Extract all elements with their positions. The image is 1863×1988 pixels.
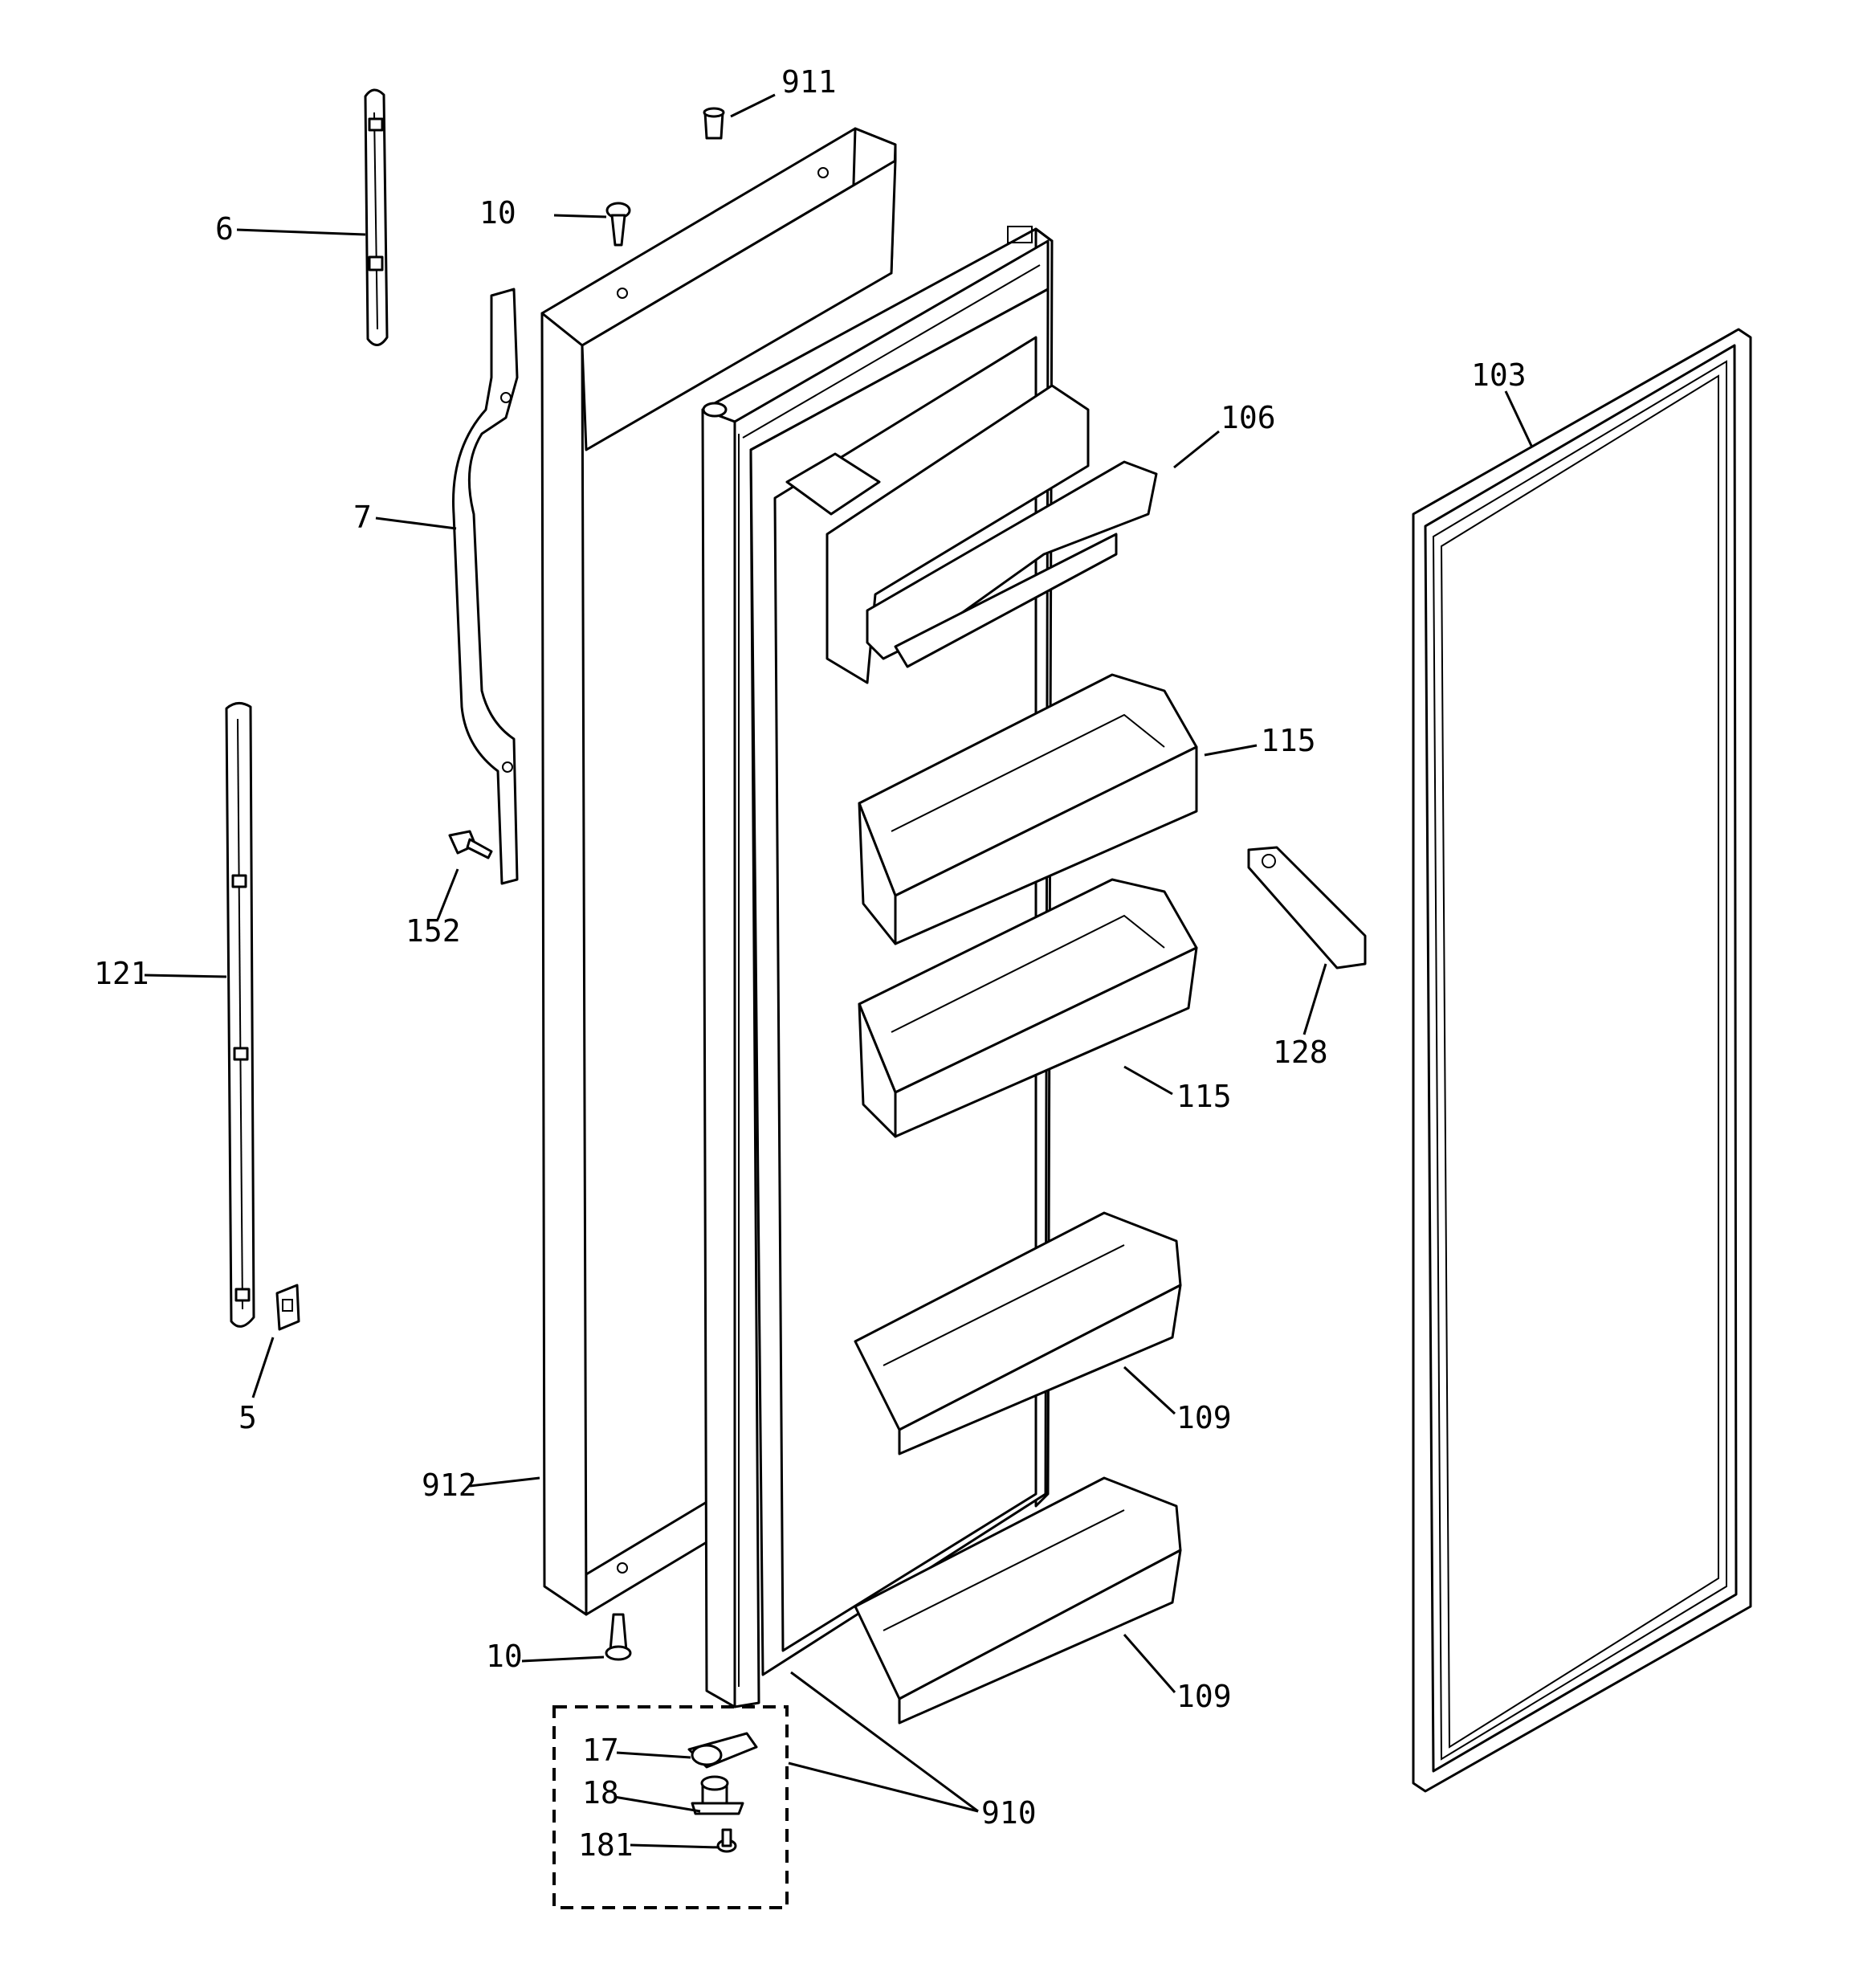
leader-lines xyxy=(144,93,1534,1849)
callout-152: 152 xyxy=(406,913,461,949)
part-106-dairy-compartment xyxy=(785,384,1158,684)
part-5-clip xyxy=(275,1284,300,1331)
part-121-handle-trim-bottom xyxy=(225,702,255,1328)
callout-6: 6 xyxy=(215,211,234,247)
callout-910: 910 xyxy=(981,1795,1037,1831)
part-912-outer-door-panel xyxy=(540,127,897,1616)
callout-labels: 911 10 6 7 152 121 5 912 10 17 18 181 91… xyxy=(94,64,1527,1863)
part-10-screw-top xyxy=(605,202,631,247)
callout-181: 181 xyxy=(578,1827,634,1863)
part-911-plug xyxy=(703,107,725,140)
part-152-screw xyxy=(448,830,493,859)
part-109-door-shelf-lower xyxy=(854,1476,1182,1725)
part-115-door-bin-lower xyxy=(858,878,1198,1138)
callout-128: 128 xyxy=(1273,1035,1328,1070)
callout-106: 106 xyxy=(1221,400,1276,435)
callout-115-bottom: 115 xyxy=(1176,1079,1232,1114)
part-115-door-bin-upper xyxy=(858,673,1198,945)
part-109-door-shelf-upper xyxy=(854,1211,1182,1455)
hinge-kit-box xyxy=(552,1705,789,1909)
part-18-hinge-bushing xyxy=(691,1775,744,1815)
part-103-door-gasket xyxy=(1412,328,1752,1793)
callout-115-top: 115 xyxy=(1261,723,1316,758)
callout-10-top: 10 xyxy=(479,195,516,231)
part-6-handle-trim-top xyxy=(364,88,389,346)
callout-912: 912 xyxy=(422,1468,477,1503)
callout-911: 911 xyxy=(781,64,837,100)
callout-17: 17 xyxy=(582,1733,619,1768)
part-10-screw-bottom xyxy=(605,1613,632,1661)
callout-103: 103 xyxy=(1471,357,1527,393)
callout-121: 121 xyxy=(94,956,149,991)
part-181-hinge-screw xyxy=(716,1828,737,1853)
callout-109-top: 109 xyxy=(1176,1400,1232,1435)
part-7-door-handle xyxy=(452,288,519,885)
callout-7: 7 xyxy=(353,500,372,535)
part-17-hinge-plate xyxy=(687,1732,758,1769)
part-128-bracket xyxy=(1247,846,1367,970)
callout-109-bottom: 109 xyxy=(1176,1679,1232,1714)
callout-5: 5 xyxy=(238,1400,257,1435)
callout-18: 18 xyxy=(582,1775,619,1810)
callout-10-bottom: 10 xyxy=(486,1639,523,1674)
